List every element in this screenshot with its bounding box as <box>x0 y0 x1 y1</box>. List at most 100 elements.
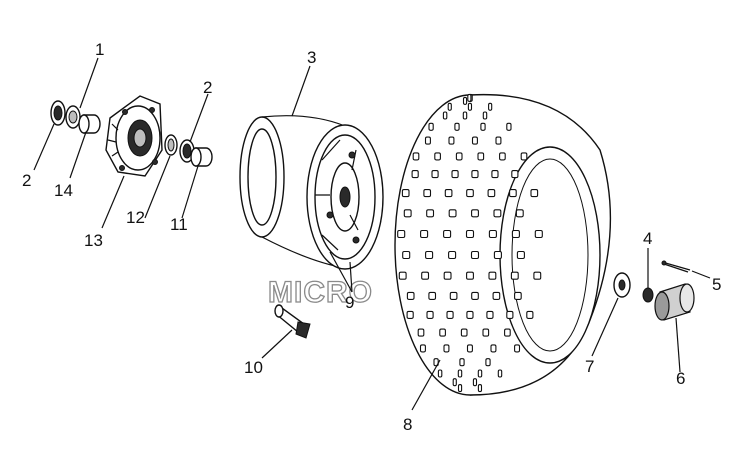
tread-knob <box>477 384 483 393</box>
tread-knob <box>493 250 502 260</box>
tread-knob <box>421 271 430 280</box>
tread-knob <box>516 250 525 260</box>
tread-knob <box>467 102 473 111</box>
hub-cap <box>654 283 695 321</box>
tread-knob <box>493 209 502 218</box>
tread-knob <box>467 93 472 102</box>
tread-knob <box>472 378 478 387</box>
tread-knob <box>402 250 411 260</box>
tread-knob <box>417 328 425 337</box>
tread-knob <box>492 291 501 300</box>
tread-knob <box>482 111 488 120</box>
tread-knob <box>471 291 479 300</box>
tread-knob <box>397 229 406 239</box>
callout-9: 9 <box>345 293 354 312</box>
tread-knob <box>482 328 490 337</box>
tread-knob <box>485 358 491 367</box>
callout-labels: 1 2 14 13 12 11 2 3 9 10 8 7 4 5 6 <box>22 40 721 434</box>
tread-knob <box>520 152 528 161</box>
tread-knob <box>471 209 479 218</box>
tread-knob <box>465 229 475 239</box>
tread-knob <box>454 122 460 131</box>
tread-knob <box>443 271 452 280</box>
tread-knob <box>470 250 480 260</box>
tread-knob <box>515 209 524 218</box>
leader-lines <box>33 57 711 411</box>
tire-tread <box>397 93 543 393</box>
tread-knob <box>406 310 414 319</box>
tread-knob <box>428 122 434 131</box>
callout-5: 5 <box>712 275 721 294</box>
callout-14: 14 <box>54 181 73 200</box>
tread-knob <box>486 310 494 319</box>
tread-knob <box>448 250 457 260</box>
tread-knob <box>443 229 452 239</box>
callout-11: 11 <box>170 215 188 234</box>
tread-knob <box>466 271 474 280</box>
tread-knob <box>425 250 434 260</box>
tread-knob <box>443 344 450 353</box>
tread-knob <box>480 122 486 131</box>
tread-knob <box>403 209 412 218</box>
callout-13: 13 <box>84 231 103 250</box>
tread-knob <box>471 136 478 145</box>
tread-knob <box>511 170 519 179</box>
tread-knob <box>398 271 407 280</box>
tread-knob <box>428 291 437 300</box>
tread-knob <box>419 344 426 353</box>
tread-knob <box>497 369 503 378</box>
tread-knob <box>491 170 499 179</box>
callout-4: 4 <box>643 229 652 248</box>
tread-knob <box>477 152 485 161</box>
hub <box>105 95 163 177</box>
callout-3: 3 <box>307 48 316 67</box>
tread-knob <box>466 310 474 319</box>
bearing-inner <box>190 147 213 167</box>
tread-knob <box>426 209 435 218</box>
tread-knob <box>459 358 465 367</box>
tread-knob <box>471 170 479 179</box>
bearing <box>65 105 81 129</box>
seal-left <box>50 100 66 126</box>
tread-knob <box>447 102 452 111</box>
tread-knob <box>462 96 468 105</box>
tread-knob <box>533 271 542 280</box>
callout-10: 10 <box>244 358 263 377</box>
tread-knob <box>462 111 468 120</box>
tire <box>394 93 612 396</box>
tread-knob <box>434 152 441 161</box>
callout-1: 1 <box>95 40 104 59</box>
tread-knob <box>412 152 420 161</box>
tread-knob <box>448 136 455 145</box>
tread-knob <box>534 229 543 239</box>
tread-knob <box>510 271 519 280</box>
tread-knob <box>511 229 520 239</box>
tread-knob <box>401 189 410 198</box>
tread-knob <box>466 189 474 198</box>
tread-knob <box>424 136 431 145</box>
tread-knob <box>490 344 497 353</box>
tread-knob <box>487 189 496 198</box>
tread-knob <box>506 310 514 319</box>
tread-knob <box>426 310 434 319</box>
tread-knob <box>477 369 483 378</box>
tread-knob <box>514 344 521 353</box>
tread-knob <box>406 291 415 300</box>
washer <box>613 272 631 298</box>
inner-spacer <box>164 134 178 156</box>
valve-stem <box>274 304 311 339</box>
tread-knob <box>411 170 419 179</box>
tread-knob <box>431 170 439 179</box>
callout-12: 12 <box>126 208 145 227</box>
tread-knob <box>504 328 511 337</box>
tread-knob <box>446 310 454 319</box>
tread-knob <box>449 291 458 300</box>
callout-8: 8 <box>403 415 412 434</box>
callout-2-left: 2 <box>22 171 31 190</box>
tread-knob <box>530 189 539 198</box>
callout-2-right: 2 <box>203 78 212 97</box>
tread-knob <box>495 136 502 145</box>
watermark-text: MICRO <box>268 276 373 309</box>
tread-knob <box>460 328 468 337</box>
